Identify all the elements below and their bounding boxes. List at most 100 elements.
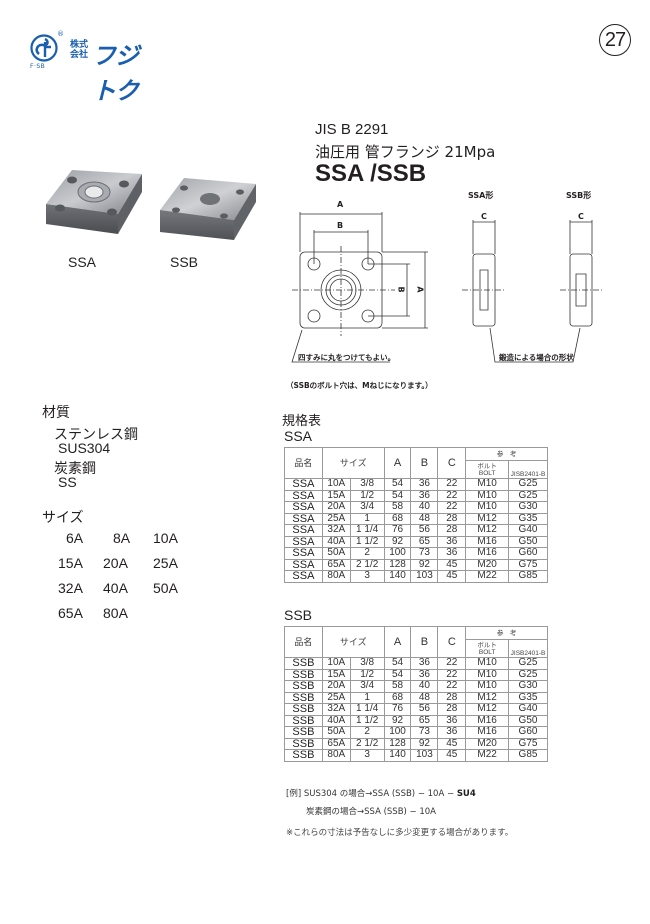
dim-a: 68 [383, 512, 412, 525]
jis-gasket: G25 [508, 668, 548, 681]
material-code: SS [58, 474, 77, 490]
bolt: M10 [465, 501, 510, 514]
material-name: ステンレス鋼 [54, 427, 138, 443]
size-a: 10A [321, 657, 351, 670]
col-header-reference: 参 考 [465, 447, 548, 461]
company-logo: ® F·SB 株式 会社 フジトク [30, 30, 160, 105]
size-row: 6A 8A 10A [66, 530, 178, 546]
size-inch: 3/4 [349, 680, 385, 693]
order-example-line1: [例] SUS304 の場合→SSA (SSB) − 10A − SU4 [286, 789, 476, 799]
product-name: SSA [284, 478, 323, 491]
dim-label-b-top: B [337, 221, 344, 230]
jis-gasket: G40 [508, 524, 548, 537]
dim-a: 54 [383, 489, 412, 502]
note-ssb-bolt-holes: （SSBのボルト穴は、Mねじになります。） [286, 381, 433, 390]
dim-label-c-ssb: C [578, 212, 584, 221]
dim-c: 22 [437, 478, 467, 491]
size-inch: 3/8 [349, 478, 385, 491]
col-header-c: C [437, 626, 467, 658]
product-name: SSB [284, 737, 323, 750]
col-header-size: サイズ [321, 626, 385, 658]
col-header-b: B [410, 447, 439, 479]
dim-b: 65 [410, 714, 439, 727]
dim-c: 45 [437, 749, 467, 762]
size-inch: 3/4 [349, 501, 385, 514]
dim-a: 54 [383, 668, 412, 681]
dim-a: 68 [383, 691, 412, 704]
jis-gasket: G30 [508, 501, 548, 514]
dim-b: 56 [410, 524, 439, 537]
page-number: 27 [599, 24, 631, 56]
product-name: SSA [284, 489, 323, 502]
dim-a: 92 [383, 535, 412, 548]
size-a: 25A [321, 512, 351, 525]
dim-b: 65 [410, 535, 439, 548]
dim-a: 140 [383, 570, 412, 583]
col-header-size: サイズ [321, 447, 385, 479]
dim-c: 36 [437, 726, 467, 739]
product-name: SSB [284, 726, 323, 739]
bolt: M10 [465, 657, 510, 670]
product-name: SSA [284, 524, 323, 537]
product-name: SSA [284, 535, 323, 548]
dim-c: 22 [437, 501, 467, 514]
size-a: 32A [321, 703, 351, 716]
jis-gasket: G35 [508, 512, 548, 525]
product-name: SSB [284, 703, 323, 716]
dim-c: 45 [437, 558, 467, 571]
dim-c: 28 [437, 524, 467, 537]
size-inch: 3 [349, 570, 385, 583]
size-a: 65A [321, 558, 351, 571]
size-row: 32A 40A 50A [58, 580, 178, 596]
photo-label-ssb: SSB [170, 254, 199, 270]
size-a: 40A [321, 714, 351, 727]
dim-a: 100 [383, 726, 412, 739]
col-header-name: 品名 [284, 626, 323, 658]
col-header-jis: JISB2401-B [508, 639, 548, 658]
dim-a: 128 [383, 737, 412, 750]
spec-table-heading: 規格表 [282, 414, 322, 429]
product-name: SSB [284, 680, 323, 693]
jis-gasket: G75 [508, 558, 548, 571]
dim-b: 40 [410, 501, 439, 514]
bolt: M16 [465, 714, 510, 727]
size-a: 15A [321, 668, 351, 681]
jis-gasket: G75 [508, 737, 548, 750]
dim-label-a-top: A [337, 200, 344, 209]
dim-b: 103 [410, 749, 439, 762]
dim-b: 48 [410, 512, 439, 525]
col-header-a: A [383, 447, 412, 479]
size-inch: 1 [349, 691, 385, 704]
dim-label-b-side: B [396, 286, 406, 293]
photo-label-ssa: SSA [68, 254, 97, 270]
dim-label-a-side: A [415, 286, 425, 293]
size-a: 20A [321, 501, 351, 514]
dim-b: 73 [410, 726, 439, 739]
bolt: M16 [465, 547, 510, 560]
dim-c: 22 [437, 668, 467, 681]
size-inch: 2 1/2 [349, 737, 385, 750]
dim-b: 40 [410, 680, 439, 693]
bolt: M12 [465, 524, 510, 537]
dim-c: 45 [437, 737, 467, 750]
size-list: 6A 8A 10A 15A 20A 25A 32A 40A 50A 65A 80… [58, 530, 198, 630]
size-inch: 3 [349, 749, 385, 762]
col-header-b: B [410, 626, 439, 658]
ssa-flange-photo [46, 170, 142, 234]
bolt: M16 [465, 535, 510, 548]
dim-b: 36 [410, 657, 439, 670]
order-example-line2: 炭素鋼の場合→SSA (SSB) − 10A [306, 807, 436, 817]
size-inch: 1 1/4 [349, 524, 385, 537]
product-name: SSB [284, 691, 323, 704]
size-inch: 1 1/2 [349, 535, 385, 548]
product-name: SSB [284, 714, 323, 727]
ssa-table-title: SSA [284, 428, 313, 444]
col-header-name: 品名 [284, 447, 323, 479]
